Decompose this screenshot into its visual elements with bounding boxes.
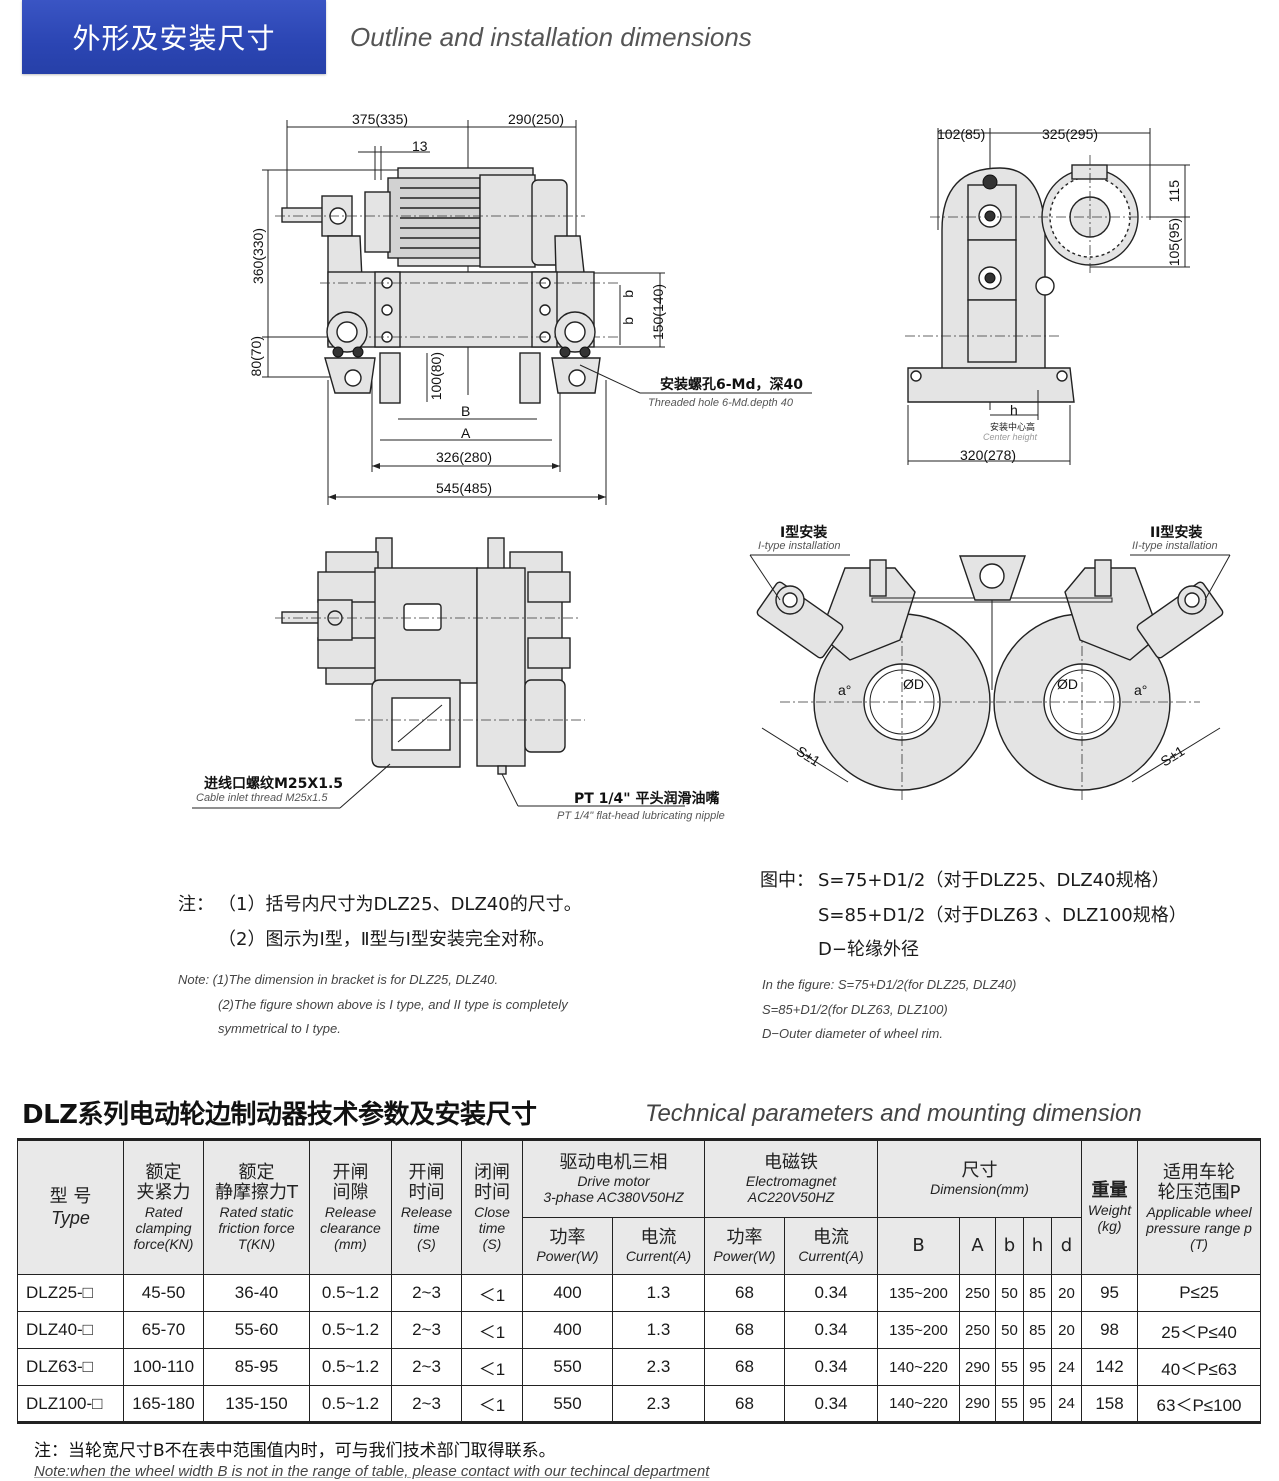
- section-title-en: Outline and installation dimensions: [350, 22, 752, 52]
- spec-section-title-cn: DLZ系列电动轮边制动器技术参数及安装尺寸: [22, 1100, 537, 1130]
- note-left-en-3: symmetrical to I type.: [218, 1021, 341, 1036]
- front-view-drawing: [262, 120, 812, 505]
- callout-cable-en: Cable inlet thread M25x1.5: [196, 792, 328, 804]
- install-type1-cn: I型安装: [780, 525, 828, 541]
- dim-bolt-height: 150(140): [650, 284, 666, 341]
- col-header-dim-b: b: [995, 1217, 1024, 1275]
- callout-nipple-en: PT 1/4" flat-head lubricating nipple: [557, 810, 725, 822]
- diameter-label-right: ØD: [1057, 676, 1078, 692]
- note-left-cn-1: （1）括号内尺寸为DLZ25、DLZ40的尺寸。: [218, 894, 582, 915]
- callout-threaded-hole-en: Threaded hole 6-Md.depth 40: [648, 397, 793, 409]
- col-header-dim-d: d: [1050, 1217, 1083, 1275]
- section-header-badge: 外形及安装尺寸: [22, 0, 326, 74]
- note-right-en-3: D−Outer diameter of wheel rim.: [762, 1026, 943, 1041]
- dim-inner-width: 326(280): [436, 449, 493, 465]
- angle-label-right: a°: [1134, 682, 1148, 698]
- note-left-en-1: Note: (1)The dimension in bracket is for…: [178, 972, 499, 987]
- dim-A: A: [461, 425, 471, 441]
- col-header-dim-B: B: [877, 1217, 960, 1275]
- col-header-dim-A: A: [959, 1217, 996, 1275]
- installation-view-drawing: [749, 554, 1231, 800]
- col-header-weight: 重量 Weight(kg): [1081, 1138, 1139, 1275]
- dim-side-top-right: 325(295): [1042, 126, 1099, 142]
- footer-note-en: Note:when the wheel width B is not in th…: [34, 1463, 710, 1480]
- section-title-cn: 外形及安装尺寸: [72, 22, 276, 55]
- note-left-en-2: (2)The figure shown above is I type, and…: [218, 997, 568, 1012]
- footer-note-cn: 注：当轮宽尺寸B不在表中范围值内时，可与我们技术部门取得联系。: [34, 1441, 556, 1461]
- callout-threaded-hole-cn: 安装螺孔6-Md，深40: [660, 377, 803, 393]
- dim-overall-width: 545(485): [436, 480, 493, 496]
- note-left-prefix: 注：: [178, 894, 214, 915]
- dim-B: B: [461, 403, 471, 419]
- callout-nipple-cn: PT 1/4" 平头润滑油嘴: [574, 791, 720, 807]
- dim-side-right-lower: 105(95): [1166, 218, 1182, 267]
- dim-base-width: 320(278): [960, 447, 1017, 463]
- side-view-drawing: [905, 128, 1190, 465]
- angle-label-left: a°: [838, 682, 852, 698]
- dim-height-total: 360(330): [250, 228, 266, 285]
- dim-bolt-b2: b: [620, 317, 636, 325]
- dim-top-left: 375(335): [352, 111, 409, 127]
- install-type2-cn: II型安装: [1150, 525, 1203, 541]
- dim-height-lower: 80(70): [248, 336, 264, 377]
- install-type2-en: II-type installation: [1132, 540, 1218, 552]
- dim-side-top-left: 102(85): [937, 126, 986, 142]
- dim-center-height-symbol: h: [1010, 402, 1018, 418]
- install-type1-en: I-type installation: [758, 540, 841, 552]
- center-height-cn: 安装中心高: [990, 422, 1036, 432]
- spec-section-title-en: Technical parameters and mounting dimens…: [645, 1100, 1142, 1127]
- dim-bolt-b1: b: [620, 290, 636, 298]
- col-header-type: 型 号 Type: [17, 1138, 124, 1275]
- dim-shaft-offset: 13: [412, 138, 428, 154]
- top-view-drawing: [192, 537, 685, 809]
- note-right-en-1: In the figure: S=75+D1/2(for DLZ25, DLZ4…: [762, 977, 1017, 992]
- center-height-en: Center height: [983, 432, 1038, 442]
- note-right-cn-3: D−轮缘外径: [818, 939, 919, 960]
- callout-cable-cn: 进线口螺纹M25X1.5: [204, 776, 344, 792]
- col-header-dimension: 尺寸 Dimension(mm): [876, 1138, 1083, 1218]
- note-right-prefix: 图中：: [760, 870, 814, 891]
- note-left-cn-2: （2）图示为Ⅰ型，Ⅱ型与Ⅰ型安装完全对称。: [218, 929, 555, 950]
- note-right-cn-1: S=75+D1/2（对于DLZ25、DLZ40规格）: [818, 870, 1170, 891]
- diameter-label-left: ØD: [903, 676, 924, 692]
- col-header-dim-h: h: [1023, 1217, 1052, 1275]
- dim-pad-height: 100(80): [428, 352, 444, 401]
- dim-side-right-upper: 115: [1166, 180, 1182, 203]
- dim-top-right: 290(250): [508, 111, 565, 127]
- note-right-cn-2: S=85+D1/2（对于DLZ63 、DLZ100规格）: [818, 905, 1187, 926]
- note-right-en-2: S=85+D1/2(for DLZ63, DLZ100): [762, 1002, 948, 1017]
